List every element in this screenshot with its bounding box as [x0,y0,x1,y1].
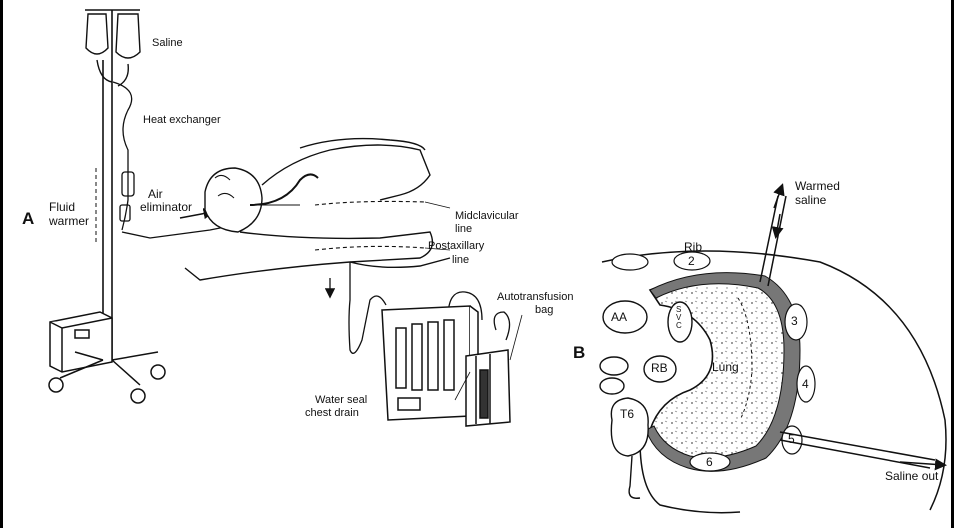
panel-b-letter: B [573,344,585,362]
water-seal-label-2: chest drain [305,407,359,419]
midclavicular-label-2: line [455,223,472,235]
midclav-leader [425,202,450,208]
midclavicular-label-1: Midclavicular [455,210,519,222]
panel-a-letter: A [22,210,34,228]
autotransfusion-label-1: Autotransfusion [497,291,573,303]
postaxillary-label-2: line [452,254,469,266]
warmed-saline-label-1: Warmed [795,180,840,193]
water-seal-label-1: Water seal [315,394,367,406]
air-eliminator-label-2: eliminator [140,201,192,214]
rib-number-2: 2 [688,255,695,268]
t6-label: T6 [620,408,634,421]
chest-lines [315,201,425,250]
lung-label: Lung [712,361,739,374]
autotransfusion-label-2: bag [535,304,553,316]
warmer-base-box [50,312,112,372]
postaxillary-label-1: Postaxillary [428,240,484,252]
rib-number-6: 6 [706,456,713,469]
patient-figure [185,139,450,280]
rib-number-4: 4 [802,378,809,391]
fluid-warmer-label-1: Fluid [49,201,75,214]
water-seal-chest-drain [382,306,478,420]
saline-bags [86,14,140,86]
rb-label: RB [651,362,668,375]
svc-label: SVC [676,306,684,330]
saline-label: Saline [152,37,183,49]
aa-label: AA [611,311,627,324]
autotransfusion-bag [466,350,510,426]
rib-number-5: 5 [788,433,795,446]
saline-out-label: Saline out [885,470,938,483]
rib-label: Rib [684,241,702,254]
warmed-saline-label-2: saline [795,194,826,207]
heat-exchanger-label: Heat exchanger [143,114,221,126]
iv-pole [85,10,140,360]
autotransfusion-leader [510,315,522,360]
rib-number-3: 3 [791,315,798,328]
fluid-warmer-label-2: warmer [49,215,89,228]
